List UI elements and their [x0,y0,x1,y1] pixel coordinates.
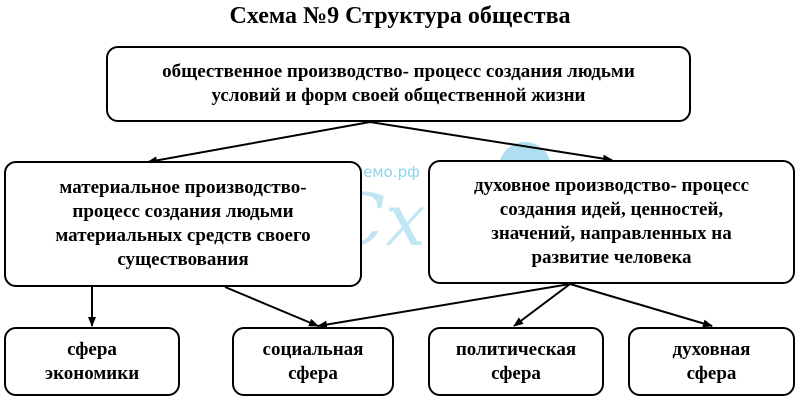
box-social-production: общественное производство- процесс созда… [106,46,691,122]
arrow-top-to-spiritual [369,121,613,163]
box-sphere-economy: сфера экономики [4,327,180,396]
arrow-spiritual-to-political [513,283,571,327]
arrow-material-to-social [224,286,319,327]
arrow-spiritual-to-social [317,283,571,329]
diagram-title: Схема №9 Структура общества [229,3,571,29]
box-sphere-economy-text: сфера экономики [44,338,140,384]
arrow-top-to-material [147,121,371,165]
box-material-production: материальное производство- процесс созда… [4,161,362,287]
box-sphere-spiritual: духовная сфера [628,327,795,396]
box-sphere-social-text: социальная сфера [262,338,364,384]
box-material-production-text: материальное производство- процесс созда… [55,177,311,270]
box-spiritual-production-text: духовное производство- процесс создания … [473,175,750,268]
box-sphere-spiritual-text: духовная сфера [672,338,751,384]
arrow-spiritual-to-sphere-spiritual [569,283,713,328]
box-sphere-political: политическая сфера [428,327,604,396]
box-social-production-text: общественное производство- процесс созда… [162,61,635,106]
box-sphere-social: социальная сфера [232,327,394,396]
box-spiritual-production: духовное производство- процесс создания … [428,160,795,284]
box-sphere-political-text: политическая сфера [455,338,577,384]
